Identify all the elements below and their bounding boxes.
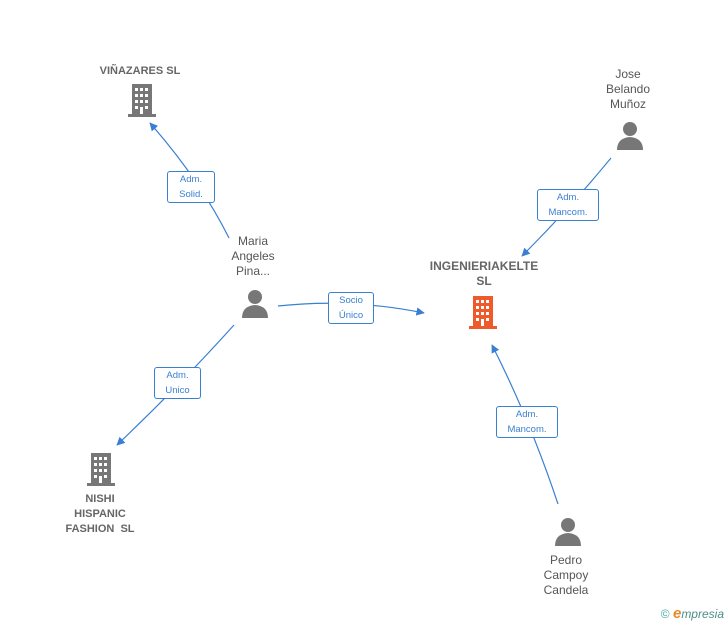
building-icon[interactable] xyxy=(87,453,115,486)
node-label-ingenieriakelte[interactable]: INGENIERIAKELTE SL xyxy=(429,259,539,288)
node-label-pedro[interactable]: Pedro Campoy Candela xyxy=(543,553,589,597)
copyright-symbol: © xyxy=(660,607,670,621)
brand-initial: e xyxy=(672,605,682,622)
building-icon[interactable] xyxy=(128,84,156,117)
node-label-maria[interactable]: Maria Angeles Pina... xyxy=(231,234,275,278)
node-label-jose[interactable]: Jose Belando Muñoz xyxy=(605,67,651,111)
empresia-logo[interactable]: © empresia xyxy=(661,605,724,622)
edge-label-socio-unico[interactable]: Socio Único xyxy=(328,292,374,324)
person-icon[interactable] xyxy=(617,122,643,150)
person-icon[interactable] xyxy=(242,290,268,318)
node-label-nishi[interactable]: NISHI HISPANIC FASHION SL xyxy=(65,493,135,535)
building-icon[interactable] xyxy=(469,296,497,329)
brand-name: mpresia xyxy=(681,607,724,621)
edge-label-adm-solid[interactable]: Adm. Solid. xyxy=(167,171,215,203)
node-label-vinazares[interactable]: VIÑAZARES SL xyxy=(99,65,181,77)
edge-label-adm-unico[interactable]: Adm. Unico xyxy=(154,367,201,399)
edge-label-adm-mancom-jose[interactable]: Adm. Mancom. xyxy=(537,189,599,221)
edge-label-adm-mancom-pedro[interactable]: Adm. Mancom. xyxy=(496,406,558,438)
person-icon[interactable] xyxy=(555,518,581,546)
